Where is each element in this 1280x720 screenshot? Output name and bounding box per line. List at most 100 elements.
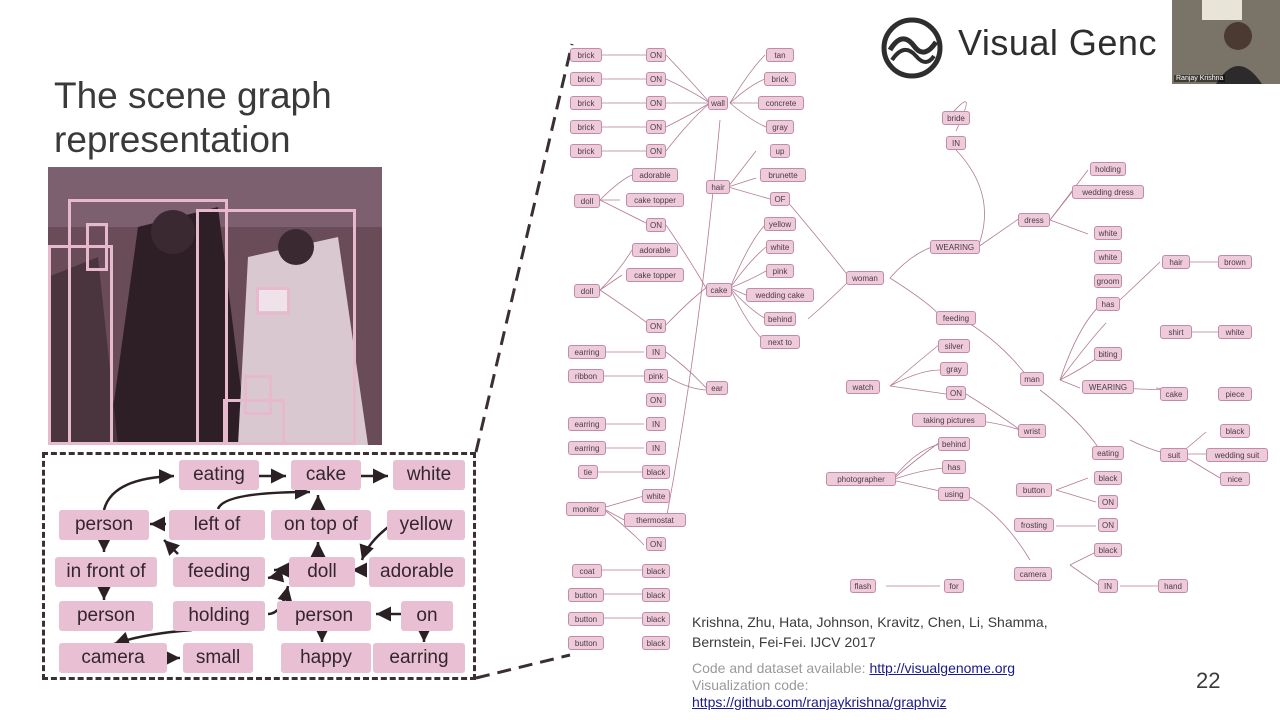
g-on-10: ON [946,386,966,400]
scene-graph-frame: eating cake white person left of on top … [42,452,476,680]
g-black-5: black [642,636,670,650]
g-in-4: IN [946,136,966,150]
g-on-8: ON [646,393,666,407]
node-person-3: person [277,601,371,631]
title-line-1: The scene graph [54,75,332,116]
g-shirt: shirt [1160,325,1192,339]
g-feeding: feeding [936,311,976,325]
g-hair-1: hair [706,180,730,194]
citation: Krishna, Zhu, Hata, Johnson, Kravitz, Ch… [692,612,1112,652]
g-wedding-suit: wedding suit [1206,448,1268,462]
g-on-2: ON [646,72,666,86]
g-earring-3: earring [568,441,606,455]
g-on-5: ON [646,144,666,158]
viz-link[interactable]: https://github.com/ranjaykrishna/graphvi… [692,694,947,710]
g-of: OF [770,192,790,206]
g-using: using [938,487,970,501]
node-yellow: yellow [387,510,465,540]
g-concrete: concrete [758,96,804,110]
g-white-1: white [766,240,794,254]
g-wrist: wrist [1018,424,1046,438]
g-yellow: yellow [764,217,796,231]
g-black-7: black [1094,471,1122,485]
bbox-cake [223,399,285,445]
node-on: on [401,601,453,631]
webcam-name-label: Ranjay Krishna [1174,75,1226,82]
g-has-1: has [1096,297,1120,311]
g-button-4: button [1016,483,1052,497]
g-in-5: IN [1098,579,1118,593]
node-holding: holding [173,601,265,631]
dataset-link[interactable]: http://visualgenome.org [869,660,1015,676]
g-biting: biting [1094,347,1122,361]
g-brick-attr: brick [764,72,796,86]
g-silver: silver [938,339,970,353]
g-watch: watch [846,380,880,394]
g-cake-topper-1: cake topper [626,193,684,207]
g-black-3: black [642,588,670,602]
g-suit: suit [1160,448,1188,462]
g-earring-1: earring [568,345,606,359]
g-cake-topper-2: cake topper [626,268,684,282]
g-thermostat: thermostat [624,513,686,527]
g-on-11: ON [1098,495,1118,509]
g-monitor: monitor [566,502,606,516]
node-person-1: person [59,510,149,540]
g-in-2: IN [646,417,666,431]
bbox-doll [244,375,272,415]
g-wearing-1: WEARING [930,240,980,254]
g-woman: woman [846,271,884,285]
bbox-camera [256,287,290,315]
node-on-top-of: on top of [271,510,371,540]
g-tie: tie [578,465,598,479]
g-doll-1: doll [574,194,600,208]
g-black-8: black [1094,543,1122,557]
g-white-5: white [1218,325,1252,339]
g-black-4: black [642,612,670,626]
g-hand: hand [1158,579,1188,593]
g-brick-2: brick [570,72,602,86]
g-on-9: ON [646,537,666,551]
node-adorable: adorable [369,557,465,587]
g-brick-4: brick [570,120,602,134]
g-black-2: black [642,564,670,578]
node-person-2: person [59,601,153,631]
viz-label: Visualization code: [692,677,809,693]
g-photographer: photographer [826,472,896,486]
g-white-3: white [1094,226,1122,240]
g-brunette: brunette [760,168,806,182]
g-adorable-1: adorable [632,168,678,182]
g-black-6: black [1220,424,1250,438]
node-feeding: feeding [173,557,265,587]
g-eating: eating [1092,446,1124,460]
presenter-video [1172,0,1280,84]
g-doll-2: doll [574,284,600,298]
g-button-3: button [568,636,604,650]
g-flash: flash [850,579,876,593]
g-in-3: IN [646,441,666,455]
page-number: 22 [1196,668,1221,693]
g-wedding-cake: wedding cake [746,288,814,302]
g-on-4: ON [646,120,666,134]
node-left-of: left of [169,510,265,540]
node-happy: happy [281,643,371,673]
node-camera: camera [59,643,167,673]
g-pink-1: pink [766,264,794,278]
node-earring: earring [373,643,465,673]
g-behind-1: behind [764,312,796,326]
g-on-12: ON [1098,518,1118,532]
webcam-overlay: Ranjay Krishna [1172,0,1280,84]
node-eating: eating [179,460,259,490]
g-coat: coat [572,564,602,578]
g-next-to: next to [760,335,800,349]
node-in-front-of: in front of [55,557,157,587]
g-button-2: button [568,612,604,626]
node-cake: cake [291,460,361,490]
node-small: small [183,643,253,673]
g-white-4: white [1094,250,1122,264]
g-for: for [944,579,964,593]
g-pink-2: pink [644,369,668,383]
g-behind-2: behind [938,437,970,451]
g-gray-2: gray [940,362,968,376]
dataset-prefix: Code and dataset available: [692,660,870,676]
